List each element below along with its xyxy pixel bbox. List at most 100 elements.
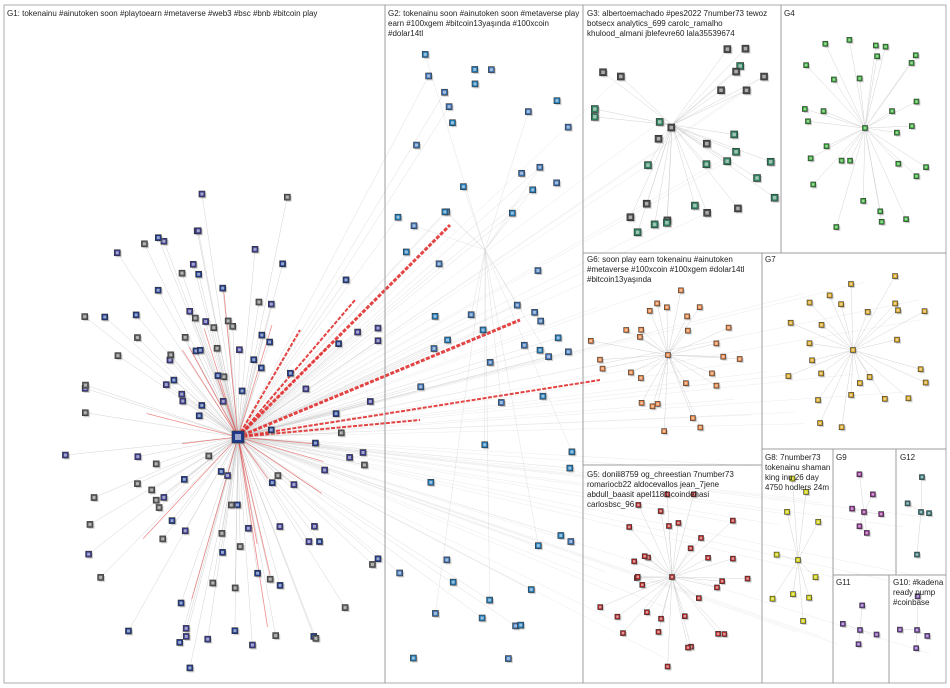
- vertex-node-inner: [924, 381, 927, 384]
- vertex-node-inner: [851, 348, 855, 352]
- vertex-node-inner: [489, 68, 493, 72]
- edge: [640, 354, 669, 379]
- edge: [212, 436, 239, 584]
- vertex-node-inner: [645, 610, 649, 614]
- vertex-node-inner: [655, 302, 659, 305]
- vertex-node-inner: [652, 222, 657, 227]
- vertex-node-inner: [235, 503, 239, 507]
- strong-edge: [142, 436, 239, 539]
- vertex-node-inner: [204, 320, 208, 324]
- edge: [237, 301, 260, 438]
- vertex-node-inner: [616, 615, 619, 618]
- vertex-node-inner: [639, 328, 643, 331]
- vertex-node-inner: [200, 403, 204, 407]
- vertex-node-inner: [197, 272, 201, 276]
- vertex-node-inner: [194, 349, 198, 353]
- edge: [788, 349, 854, 377]
- edge: [792, 478, 799, 561]
- edge: [237, 351, 569, 438]
- edge: [237, 336, 734, 438]
- edge: [85, 388, 239, 438]
- vertex-node-inner: [669, 125, 674, 130]
- vertex-node-inner: [446, 338, 450, 342]
- vertex-node-inner: [198, 348, 202, 352]
- vertex-node-inner: [256, 571, 260, 575]
- vertex-node-inner: [499, 400, 503, 404]
- edge: [671, 576, 718, 588]
- vertex-node-inner: [87, 552, 91, 556]
- vertex-node-inner: [884, 45, 887, 48]
- vertex-node-inner: [221, 286, 225, 290]
- vertex-node-inner: [816, 398, 820, 402]
- vertex-node-inner: [722, 355, 725, 358]
- vertex-node-inner: [226, 319, 230, 323]
- vertex-node-inner: [292, 483, 296, 487]
- vertex-node-inner: [259, 366, 263, 370]
- vertex-node-inner: [871, 493, 875, 496]
- edge: [435, 249, 486, 614]
- vertex-node-inner: [809, 157, 812, 160]
- edge: [237, 436, 797, 633]
- vertex-node-inner: [822, 109, 825, 113]
- vertex-node-inner: [665, 221, 669, 225]
- edge: [841, 349, 854, 428]
- vertex-node-inner: [510, 211, 514, 215]
- vertex-node-inner: [693, 203, 697, 208]
- edge: [156, 436, 239, 465]
- vertex-node-inner: [514, 624, 518, 628]
- vertex-node-inner: [686, 329, 690, 332]
- edge: [237, 304, 518, 438]
- edge: [484, 249, 490, 601]
- vertex-node-inner: [601, 367, 604, 370]
- edge: [237, 220, 668, 438]
- vertex-node-inner: [772, 195, 777, 200]
- vertex-node-inner: [814, 575, 817, 579]
- edge: [864, 56, 878, 129]
- edge: [89, 436, 239, 525]
- edge: [671, 537, 702, 578]
- vertex-node-inner: [684, 381, 688, 385]
- edge: [189, 436, 239, 668]
- edge: [237, 436, 346, 608]
- edge: [671, 124, 707, 165]
- edge: [671, 65, 741, 126]
- vertex-node-inner: [269, 302, 273, 306]
- vertex-node-inner: [689, 547, 692, 550]
- edge: [237, 436, 930, 654]
- vertex-node-inner: [253, 247, 257, 251]
- edge: [237, 390, 243, 438]
- edge: [237, 413, 337, 438]
- vertex-node-inner: [648, 309, 651, 313]
- vertex-node-inner: [860, 604, 864, 607]
- edge: [864, 62, 912, 129]
- vertex-node-inner: [260, 333, 264, 337]
- vertex-node-inner: [285, 195, 289, 199]
- edge: [852, 339, 898, 351]
- vertex-node-inner: [787, 374, 790, 378]
- edge: [864, 127, 899, 164]
- vertex-node-inner: [762, 74, 766, 79]
- strong-edge: [237, 436, 268, 628]
- vertex-node-inner: [433, 611, 437, 615]
- edge: [237, 436, 850, 582]
- edge: [237, 299, 919, 438]
- vertex-node-inner: [169, 353, 173, 357]
- edge: [859, 78, 866, 129]
- edge: [666, 494, 673, 578]
- edge: [671, 558, 733, 578]
- vertex-node-inner: [317, 540, 321, 544]
- edge: [237, 278, 596, 438]
- vertex-node-inner: [898, 628, 902, 631]
- vertex-node-inner: [665, 306, 669, 309]
- vertex-node-inner: [699, 536, 703, 540]
- edge: [671, 124, 728, 162]
- vertex-node-inner: [771, 597, 774, 600]
- vertex-node-inner: [469, 313, 473, 317]
- vertex-node-inner: [624, 328, 628, 332]
- vertex-node-inner: [200, 192, 204, 196]
- vertex-node-inner: [667, 524, 671, 528]
- edge: [826, 127, 866, 147]
- edge: [180, 436, 239, 604]
- edge: [833, 79, 866, 129]
- vertex-node-inner: [593, 115, 597, 119]
